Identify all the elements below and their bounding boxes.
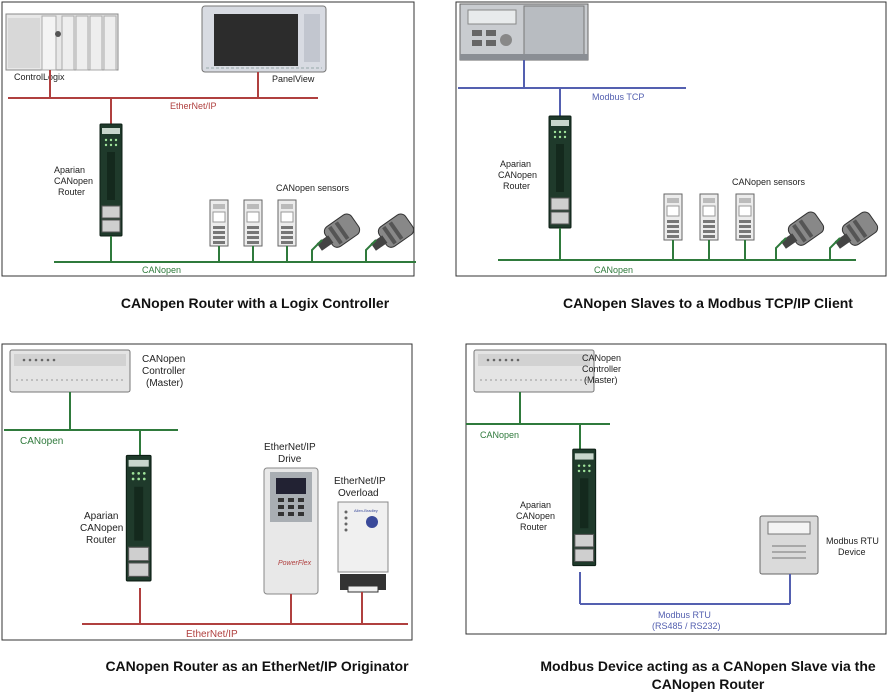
controller-label-line1: CANopen [142, 354, 185, 365]
router-label-line3: Router [58, 187, 85, 197]
caption-panel-4-line2: CANopen Router [651, 676, 765, 692]
drive-label-line1: EtherNet/IP [264, 442, 316, 453]
drive-label-line2: Drive [278, 454, 302, 465]
router-label-line3: Router [86, 535, 117, 546]
router-label-line1: Aparian [520, 500, 551, 510]
controller-label-line1: CANopen [582, 353, 621, 363]
router-label-line3: Router [503, 181, 530, 191]
router-label-line2: CANopen [54, 176, 93, 186]
sensors-label: CANopen sensors [732, 177, 806, 187]
ethernet-network [8, 70, 318, 124]
ethernet-label: EtherNet/IP [186, 629, 238, 640]
device-label-line2: Device [838, 547, 866, 557]
controller-label-line2: Controller [142, 366, 186, 377]
powerflex-drive-icon [263, 467, 319, 595]
modbus-rtu-network [579, 572, 791, 605]
canopen-router-icon [548, 115, 572, 229]
canopen-router-icon [572, 448, 597, 567]
canopen-label: CANopen [594, 265, 633, 275]
controller-label-line3: (Master) [584, 375, 618, 385]
sensors-label: CANopen sensors [276, 183, 350, 193]
controllogix-icon [5, 13, 119, 71]
ethernet-network [82, 588, 408, 625]
panelview-icon [201, 5, 327, 73]
io-module-icon [277, 199, 297, 247]
modbus-rtu-device-icon [759, 515, 819, 575]
modbus-rtu-label-line2: (RS485 / RS232) [652, 621, 721, 631]
device-label-line1: Modbus RTU [826, 536, 879, 546]
panel-ethernet-originator: CANopen Controller (Master) CANopen Apar… [1, 343, 413, 641]
caption-panel-4: Modbus Device acting as a CANopen Slave … [526, 657, 890, 693]
overload-brand-label: Allen-Bradley [354, 508, 378, 513]
controllogix-label: ControlLogix [14, 72, 65, 82]
canopen-router-icon [125, 454, 152, 582]
router-label-line1: Aparian [84, 511, 118, 522]
io-module-icon [209, 199, 229, 247]
controller-label-line3: (Master) [146, 378, 183, 389]
modbus-tcp-network [458, 60, 686, 116]
panel-modbus-slave: CANopen Controller (Master) CANopen Apar… [465, 343, 887, 635]
io-module-icon [663, 193, 683, 241]
canopen-label: CANopen [142, 265, 181, 275]
overload-label-line2: Overload [338, 488, 379, 499]
io-module-icon [243, 199, 263, 247]
canopen-controller-icon [473, 349, 595, 393]
panel-logix-controller: ControlLogix PanelView EtherNet/IP Apari… [1, 1, 417, 277]
canopen-label: CANopen [480, 430, 519, 440]
router-label-line1: Aparian [500, 159, 531, 169]
router-label-line2: CANopen [80, 523, 123, 534]
overload-relay-icon [337, 501, 389, 593]
caption-panel-2: CANopen Slaves to a Modbus TCP/IP Client [563, 295, 853, 311]
caption-panel-4-line1: Modbus Device acting as a CANopen Slave … [540, 658, 876, 674]
modbus-client-icon [459, 3, 589, 61]
ethernet-label: EtherNet/IP [170, 101, 217, 111]
router-label-line1: Aparian [54, 165, 85, 175]
modbus-rtu-label-line1: Modbus RTU [658, 610, 711, 620]
panel-modbus-tcp-client: Modbus TCP Aparian CANopen Router CANope… [455, 1, 887, 277]
canopen-controller-icon [9, 349, 131, 393]
canopen-network [54, 236, 416, 263]
router-label-line2: CANopen [498, 170, 537, 180]
modbus-tcp-label: Modbus TCP [592, 92, 644, 102]
canopen-router-icon [99, 123, 123, 237]
io-module-icon [735, 193, 755, 241]
router-label-line2: CANopen [516, 511, 555, 521]
router-label-line3: Router [520, 522, 547, 532]
caption-panel-1: CANopen Router with a Logix Controller [120, 295, 390, 311]
controller-label-line2: Controller [582, 364, 621, 374]
io-module-icon [699, 193, 719, 241]
caption-panel-3: CANopen Router as an EtherNet/IP Origina… [105, 658, 409, 674]
canopen-label: CANopen [20, 436, 63, 447]
panelview-label: PanelView [272, 74, 315, 84]
powerflex-brand-label: PowerFlex [278, 560, 312, 567]
overload-label-line1: EtherNet/IP [334, 476, 386, 487]
canopen-network [498, 228, 856, 261]
